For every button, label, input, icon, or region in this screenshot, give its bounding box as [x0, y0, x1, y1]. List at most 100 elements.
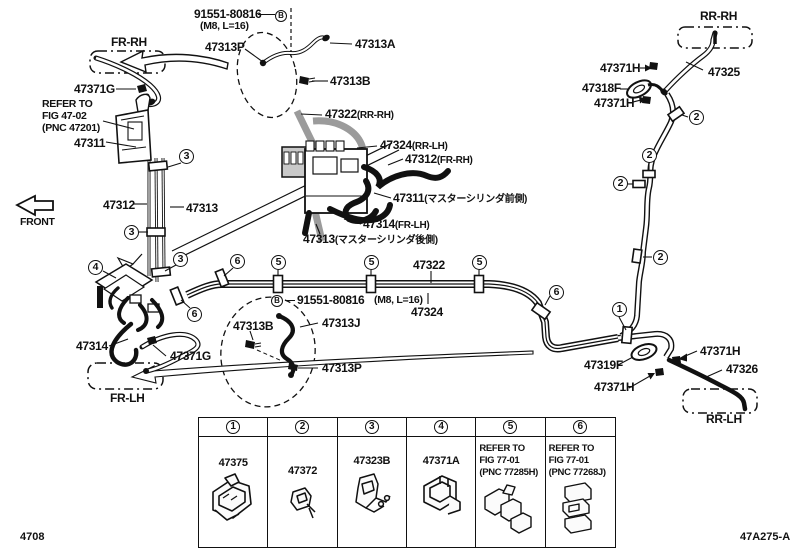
label-47313j: 47313J [322, 316, 361, 330]
bolt-47313b-bottom [245, 340, 255, 349]
fr-lh-hose-47371g [139, 331, 201, 374]
label-47319f: 47319F [584, 358, 623, 372]
label-bolt-spec-mid: (M8, L=16) [374, 294, 423, 306]
clamp-6-a [169, 286, 185, 306]
marker-2-a: 2 [689, 110, 704, 125]
master-cylinder-inset [281, 109, 451, 242]
label-47311: 47311 [74, 136, 106, 150]
fr-lh-pointer-arrow [130, 350, 534, 384]
clamp-2-d [631, 248, 643, 264]
label-47322-mid: 47322 [413, 258, 445, 272]
legend-cell-refer-77285h: REFER TO FIG 77-01 (PNC 77285H) [476, 437, 546, 547]
clamp-3-a [147, 160, 169, 172]
legend-num-5: 5 [503, 420, 518, 434]
label-47371g-bottom: 47371G [170, 349, 211, 363]
bolt-top-dash [258, 14, 275, 15]
legend-num-2: 2 [295, 420, 310, 434]
rr-lh-hose-47326 [666, 357, 748, 412]
marker-6-b: 6 [187, 307, 202, 322]
clip-47371g-top [137, 84, 147, 93]
clamp-6-c [530, 301, 552, 321]
clamp-3-b [146, 227, 166, 237]
rr-lh-box [682, 388, 758, 414]
front-tube-detail [259, 34, 330, 85]
clamp-2-a [666, 105, 686, 123]
clip-47371h-2 [642, 96, 651, 104]
clip-47371a-icon [423, 474, 461, 515]
legend-header-3: 3 [337, 418, 407, 437]
legend-num-4: 4 [434, 420, 449, 434]
bracket-47311 [115, 93, 152, 164]
rr-rh-box [677, 26, 753, 49]
leader-arrowheads [639, 64, 687, 380]
label-47371h-2: 47371H [594, 96, 635, 110]
label-47371h-3: 47371H [700, 344, 741, 358]
rear-rh-tube [619, 92, 677, 339]
legend-cell-47371a: 47371A [407, 437, 477, 547]
marker-1: 1 [612, 302, 627, 317]
fitting-47313p-bottom [288, 363, 298, 371]
marker-5-c: 5 [472, 255, 487, 270]
label-47312: 47312 [103, 198, 135, 212]
bolt-47313b-top [299, 76, 309, 85]
label-47314-left: 47314 [76, 339, 108, 353]
leader-lines [102, 42, 723, 389]
marker-2-d: 2 [653, 250, 668, 265]
pointer-arrows [15, 49, 534, 384]
legend-header-2: 2 [268, 418, 338, 437]
marker-2-c: 2 [613, 176, 628, 191]
clip-47323b-icon [355, 472, 391, 513]
clamp-5-a [272, 274, 284, 294]
clip-47371h-4 [655, 368, 664, 376]
label-47324-rr-lh: 47324(RR-LH) [380, 138, 448, 152]
legend-header-6: 6 [545, 418, 615, 437]
hose-47314-fr-lh [327, 202, 393, 224]
legend-num-3: 3 [364, 420, 379, 434]
clamp-1 [620, 325, 634, 345]
marker-6-c: 6 [549, 285, 564, 300]
marker-3-c: 3 [173, 252, 188, 267]
label-fr-rh: FR-RH [111, 35, 147, 49]
label-bolt-pn-top: 91551-80816 [194, 7, 262, 21]
clip-77285h-icon [484, 483, 533, 534]
clip-47371g-bottom [147, 336, 157, 345]
label-47371h-1: 47371H [600, 61, 641, 75]
marker-b-top: B [275, 10, 287, 22]
label-47326: 47326 [726, 362, 758, 376]
legend-table: 1 2 3 4 5 6 47375 47372 47323B [198, 417, 616, 548]
label-47311-master-front: 47311(マスターシリンダ前側) [393, 191, 528, 205]
clip-77268j-icon [562, 481, 593, 534]
rr-rh-hose-47325 [660, 30, 718, 96]
marker-3-a: 3 [179, 149, 194, 164]
marker-6-a: 6 [230, 254, 245, 269]
marker-3-b: 3 [124, 225, 139, 240]
clamp-5-c [473, 274, 485, 294]
fr-rh-pointer-arrow [119, 49, 229, 74]
legend-header-4: 4 [407, 418, 477, 437]
label-47322-rr-rh: 47322(RR-RH) [325, 107, 394, 121]
legend-header-5: 5 [476, 418, 546, 437]
clamp-6-b [214, 268, 230, 288]
fr-lh-hose-47314 [109, 321, 139, 367]
fr-lh-box [87, 362, 164, 390]
front-tube-bundle [147, 157, 166, 283]
clip-47372-icon [290, 486, 317, 518]
legend-cell-47372: 47372 [268, 437, 338, 547]
label-rr-lh: RR-LH [706, 412, 742, 426]
legend-header-1: 1 [199, 418, 269, 437]
label-bolt-pn-mid: 91551-80816 [297, 293, 365, 307]
legend-cell-47323b: 47323B [338, 437, 407, 547]
clamp-5-b [365, 274, 377, 294]
label-47312-fr-rh: 47312(FR-RH) [405, 152, 473, 166]
rear-tube-detail [245, 313, 298, 378]
marker-5-b: 5 [364, 255, 379, 270]
clamp-2-c [632, 179, 646, 189]
label-47313b-top: 47313B [330, 74, 371, 88]
label-47324-mid: 47324 [411, 305, 443, 319]
clip-47375-icon [212, 472, 252, 521]
clamp-3-c [150, 266, 172, 278]
label-47318f: 47318F [582, 81, 621, 95]
label-fr-lh: FR-LH [110, 391, 145, 405]
clip-47371h-3 [672, 356, 681, 364]
